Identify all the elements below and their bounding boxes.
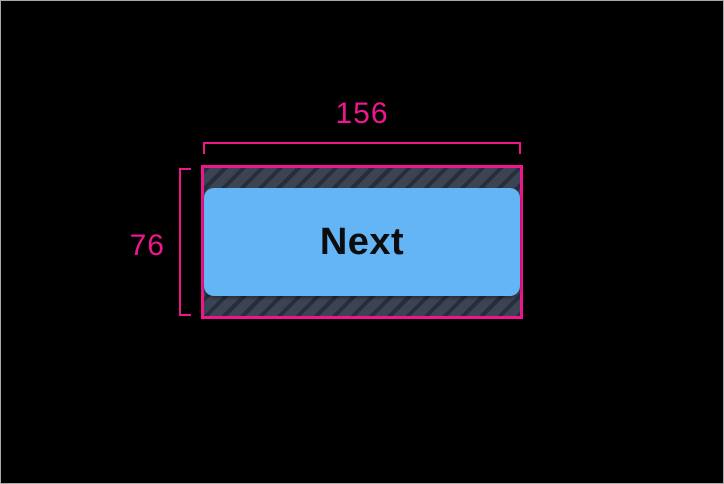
height-dimension-bracket <box>179 168 191 316</box>
touch-target-outline: Next <box>201 165 523 319</box>
height-dimension-label: 76 <box>129 229 165 262</box>
next-button[interactable]: Next <box>204 188 520 296</box>
width-dimension-label: 156 <box>335 97 389 130</box>
width-dimension-bracket <box>203 142 521 154</box>
